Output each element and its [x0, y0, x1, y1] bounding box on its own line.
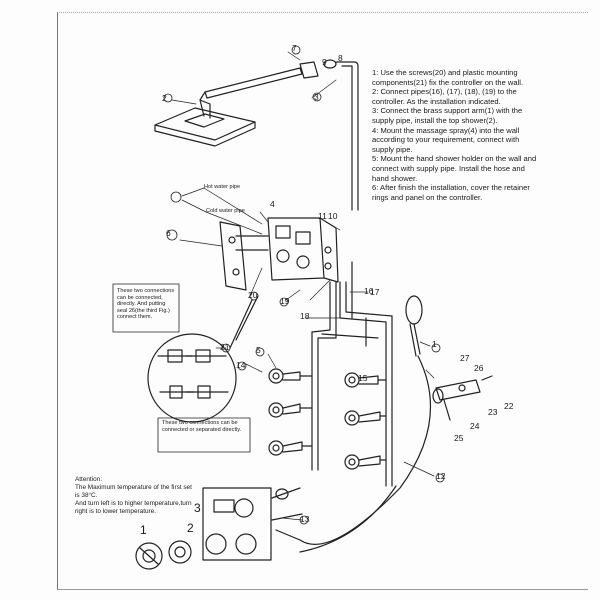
lower-panel — [202, 487, 303, 561]
part-number-21: 21 — [220, 342, 230, 352]
part-number-12: 12 — [436, 471, 446, 481]
leader-lines — [171, 51, 435, 521]
hot-water-pipe-label: Hot water pipe — [204, 184, 241, 190]
callout-circles — [163, 45, 445, 525]
part-number-14: 14 — [236, 360, 246, 370]
installation-instructions: 1: Use the screws(20) and plastic mounti… — [372, 68, 542, 202]
shower-arm — [199, 59, 359, 211]
part-number-19: 19 — [280, 296, 290, 306]
part-number-13: 13 — [300, 514, 310, 524]
part-number-11: 11 — [318, 211, 327, 221]
attention-title: Attention: — [75, 476, 103, 483]
attention-line-1: The Maximum temperature of the first set… — [75, 484, 192, 499]
part-number-2: 2 — [162, 93, 167, 103]
supply-pipes — [311, 261, 393, 487]
massage-sprays — [268, 368, 387, 470]
knob-label-1: 1 — [140, 523, 147, 537]
instruction-step-3: 3: Connect the brass support arm(1) with… — [372, 106, 523, 125]
knob-label-2: 2 — [187, 521, 194, 535]
controller-body — [235, 217, 339, 283]
knob-detail — [135, 540, 192, 570]
instruction-step-1: 1: Use the screws(20) and plastic mounti… — [372, 68, 524, 87]
part-number-27: 27 — [460, 353, 470, 363]
part-number-20: 20 — [248, 290, 258, 300]
part-number-15: 15 — [358, 373, 368, 383]
part-number-18: 18 — [300, 311, 310, 321]
knob-label-3: 3 — [194, 501, 201, 515]
part-number-25: 25 — [454, 433, 464, 443]
part-number-7: 7 — [292, 43, 297, 53]
part-number-16: 16 — [364, 286, 374, 296]
part-number-10: 10 — [328, 211, 338, 221]
connection-detail-circle — [147, 295, 259, 423]
attention-note: Attention: The Maximum temperature of th… — [75, 476, 195, 516]
part-number-22: 22 — [504, 401, 514, 411]
top-shower-head — [154, 99, 256, 147]
instruction-step-5: 5: Mount the hand shower holder on the w… — [372, 154, 537, 183]
part-number-23: 23 — [488, 407, 498, 417]
part-number-26: 26 — [474, 363, 484, 373]
hand-shower-holder — [432, 375, 493, 421]
instruction-step-6: 6: After finish the installation, cover … — [372, 183, 530, 202]
connection-note-top: These two connections can be connected, … — [117, 288, 175, 321]
hand-shower — [275, 295, 432, 553]
note-bottom-box — [157, 417, 251, 453]
part-number-3: 3 — [314, 92, 319, 102]
part-number-6: 6 — [166, 228, 171, 238]
part-number-4: 4 — [270, 199, 275, 209]
part-number-5: 5 — [256, 345, 261, 355]
page-frame — [57, 12, 588, 590]
note-top-box — [112, 283, 180, 333]
part-number-24: 24 — [470, 421, 480, 431]
instruction-step-2: 2: Connect pipes(16), (17), (18), (19) t… — [372, 87, 517, 106]
cold-water-pipe-label: Cold water pipe — [206, 208, 245, 214]
connection-note-bottom: These two connections can be connected o… — [162, 420, 242, 433]
part-number-1: 1 — [432, 339, 437, 349]
part-number-8: 8 — [338, 53, 343, 63]
part-number-17: 17 — [370, 287, 380, 297]
mounting-plate — [219, 221, 247, 291]
attention-line-2: And turn left is to higher temperature,t… — [75, 500, 192, 515]
instruction-step-4: 4: Mount the massage spray(4) into the w… — [372, 125, 520, 154]
part-number-9: 9 — [322, 57, 327, 67]
